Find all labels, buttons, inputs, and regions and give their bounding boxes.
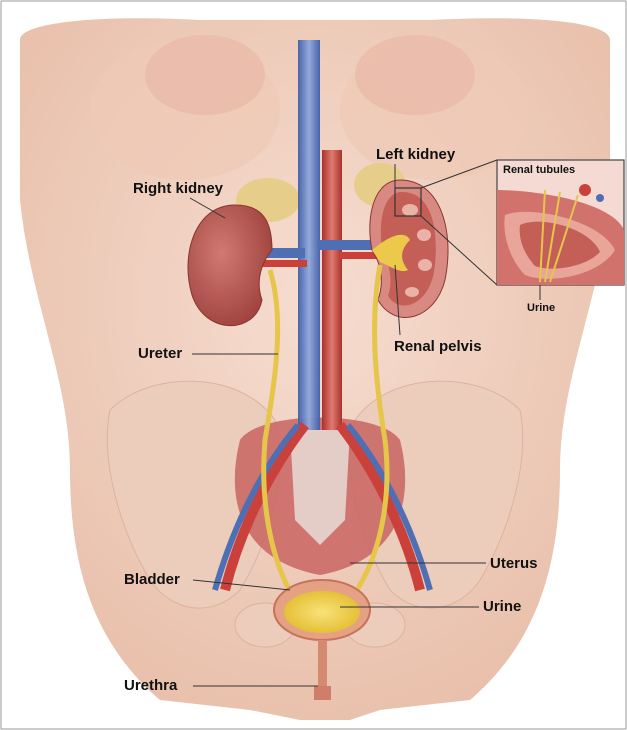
renal-tubules-inset bbox=[497, 160, 624, 285]
label-uterus: Uterus bbox=[490, 555, 538, 572]
label-renal-tubules: Renal tubules bbox=[503, 164, 575, 176]
renal-artery-right bbox=[262, 260, 307, 267]
label-renal-pelvis: Renal pelvis bbox=[394, 338, 482, 355]
label-urine-inset: Urine bbox=[527, 302, 555, 314]
aorta bbox=[322, 150, 342, 430]
urethra-tube bbox=[318, 640, 327, 688]
label-ureter: Ureter bbox=[138, 345, 182, 362]
label-urine: Urine bbox=[483, 598, 521, 615]
label-right-kidney: Right kidney bbox=[133, 180, 224, 197]
urethra-tip bbox=[314, 686, 331, 700]
rib-left bbox=[145, 35, 265, 115]
label-bladder: Bladder bbox=[124, 571, 180, 588]
right-kidney bbox=[188, 205, 272, 326]
label-urethra: Urethra bbox=[124, 677, 178, 694]
rib-right bbox=[355, 35, 475, 115]
vena-cava bbox=[298, 40, 320, 430]
label-left-kidney: Left kidney bbox=[376, 146, 456, 163]
bladder-urine bbox=[284, 591, 360, 633]
